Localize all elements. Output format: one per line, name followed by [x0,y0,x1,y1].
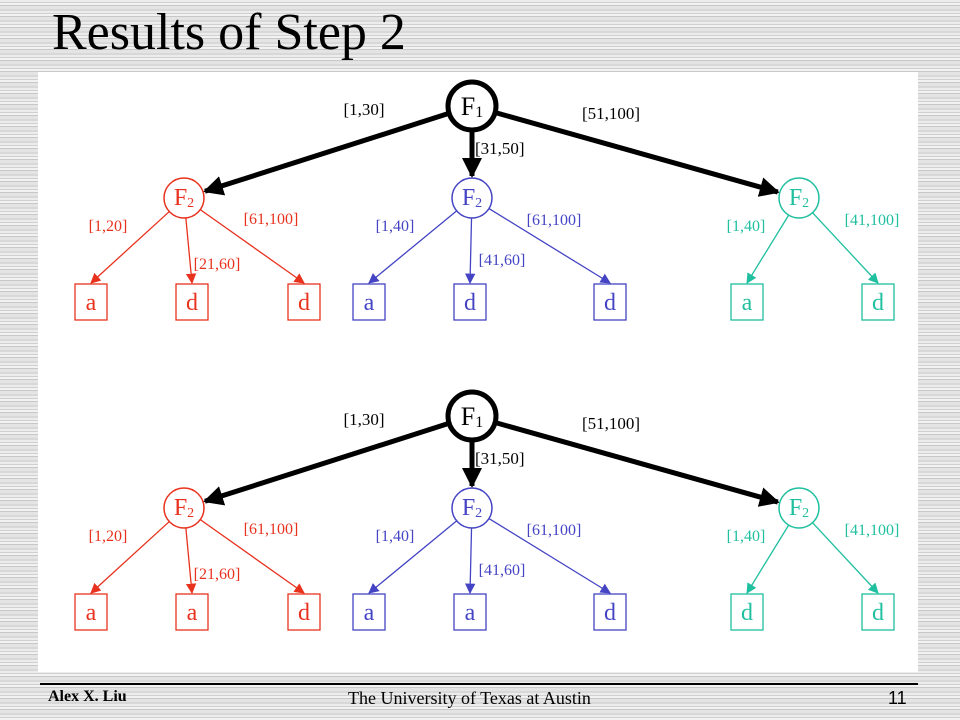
decision-leaf-label: a [364,600,375,626]
subtree-edge [465,217,476,285]
subtree-edge [185,217,197,285]
subtree-edge [746,524,790,594]
subtree-node [163,177,205,219]
root-node [445,79,499,133]
decision-leaf [175,593,209,631]
root-edge [494,420,780,507]
footer-author: Alex X. Liu [48,688,127,705]
subtree-edge-label: [61,100] [527,212,582,229]
subtree-node-label: F2 [174,185,194,211]
subtree-edge [368,210,458,284]
decision-leaf-label: d [298,290,310,316]
root-edge-label: [1,30] [343,410,384,429]
decision-leaf-label: a [364,290,375,316]
root-edge-label: [31,50] [475,139,525,158]
decision-leaf-label: d [186,290,198,316]
subtree-edge [368,520,458,594]
subtree-node [163,487,205,529]
subtree-edge-label: [1,40] [376,528,415,545]
subtree-edge-label: [61,100] [527,522,582,539]
root-node-label: F1 [461,402,483,431]
subtree-node [451,177,493,219]
decision-leaf [352,283,386,321]
decision-leaf [287,283,321,321]
subtree-edge [812,212,879,284]
decision-leaf-label: d [464,290,476,316]
subtree-edge-label: [1,40] [727,218,766,235]
decision-leaf-label: d [604,290,616,316]
decision-leaf-label: a [86,290,97,316]
decision-leaf [74,283,108,321]
firewall-decision-diagrams: [1,30] [31,50] [51,100] F1 [1,20] a [21,60] d [6… [74,79,900,631]
subtree-edge-label: [1,20] [89,218,128,235]
subtree-edge-label: [1,40] [376,218,415,235]
decision-leaf [861,283,895,321]
subtree-edge [488,208,611,284]
subtree-edge [90,521,170,594]
subtree-edge [812,522,879,594]
root-node-label: F1 [461,92,483,121]
decision-leaf-label: a [742,290,753,316]
decision-leaf [175,283,209,321]
slide-title: Results of Step 2 [52,4,406,61]
subtree-node [451,487,493,529]
decision-leaf [453,283,487,321]
decision-leaf-label: d [604,600,616,626]
subtree-node [778,177,820,219]
root-edge-label: [1,30] [343,100,384,119]
root-edge [203,420,450,506]
decision-leaf [593,283,627,321]
footer-institution: The University of Texas at Austin [348,688,591,708]
footer-divider [40,683,918,685]
subtree-edge-label: [61,100] [244,521,299,538]
root-edge [494,110,780,197]
decision-leaf [730,283,764,321]
decision-leaf [730,593,764,631]
subtree-edge-label: [41,100] [845,212,900,229]
subtree-node-label: F2 [174,495,194,521]
subtree-edge [185,527,197,595]
subtree-edge-label: [41,100] [845,522,900,539]
subtree-edge-label: [21,60] [194,256,241,273]
subtree-node-label: F2 [462,185,482,211]
decision-leaf-label: d [872,290,884,316]
decision-leaf [287,593,321,631]
decision-leaf [74,593,108,631]
root-edge-label: [51,100] [582,104,640,123]
subtree-node-label: F2 [789,495,809,521]
decision-leaf-label: d [298,600,310,626]
subtree-node-label: F2 [462,495,482,521]
decision-leaf-label: a [465,600,476,626]
root-edge-label: [51,100] [582,414,640,433]
subtree-edge [465,527,476,595]
root-edge-label: [31,50] [475,449,525,468]
decision-leaf [593,593,627,631]
root-edge [203,110,450,196]
subtree-edge-label: [41,60] [479,562,526,579]
decision-leaf-label: a [86,600,97,626]
subtree-edge-label: [1,20] [89,528,128,545]
decision-leaf [352,593,386,631]
subtree-node [778,487,820,529]
subtree-edge [90,211,170,284]
subtree-edge-label: [1,40] [727,528,766,545]
root-node [445,389,499,443]
subtree-edge [746,214,790,284]
subtree-edge-label: [41,60] [479,252,526,269]
decision-leaf-label: d [741,600,753,626]
subtree-edge-label: [21,60] [194,566,241,583]
decision-leaf [861,593,895,631]
page-number: 11 [888,688,907,708]
subtree-edge [199,209,305,284]
decision-leaf-label: d [872,600,884,626]
subtree-edge [488,518,611,594]
decision-leaf [453,593,487,631]
subtree-edge-label: [61,100] [244,211,299,228]
subtree-node-label: F2 [789,185,809,211]
subtree-edge [199,519,305,594]
decision-leaf-label: a [187,600,198,626]
